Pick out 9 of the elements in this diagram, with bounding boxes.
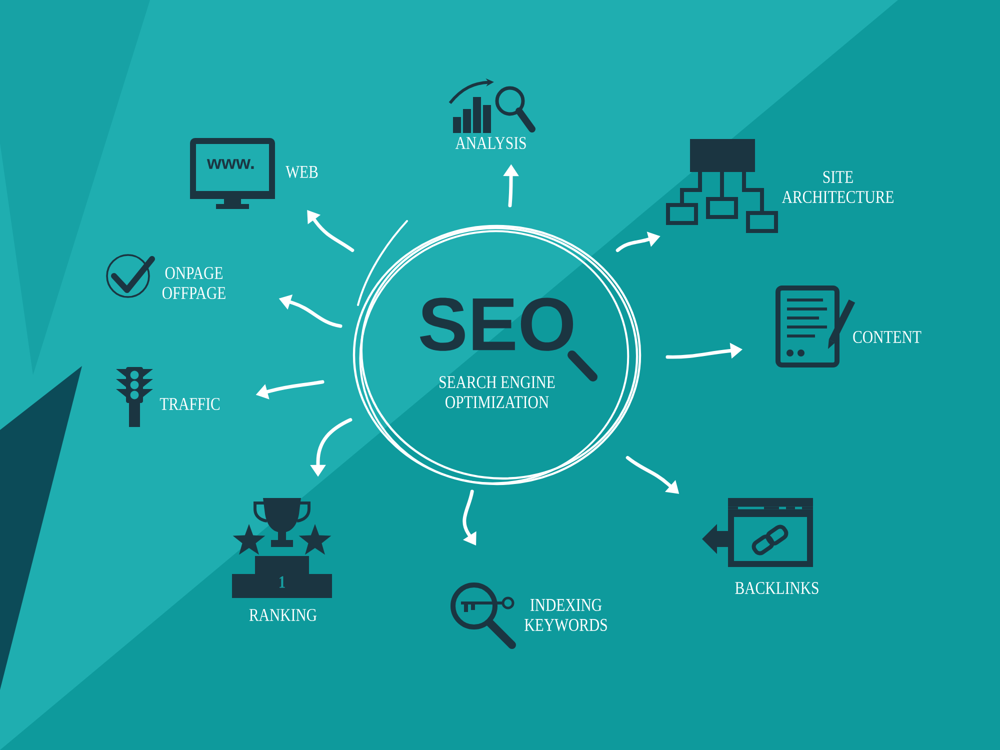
topic-label: BACKLINKS [735, 582, 818, 594]
topic-label: CONTENT [853, 330, 922, 344]
topic-label: RANKING [249, 608, 317, 622]
topic-label: SITE ARCHITECTURE [782, 170, 894, 204]
topic-label: INDEXING KEYWORDS [524, 598, 607, 632]
topic-label: ANALYSIS [455, 136, 526, 150]
topic-label: ONPAGE OFFPAGE [162, 266, 226, 300]
topic-label: TRAFFIC [160, 398, 220, 410]
topic-label: WEB [286, 166, 318, 178]
